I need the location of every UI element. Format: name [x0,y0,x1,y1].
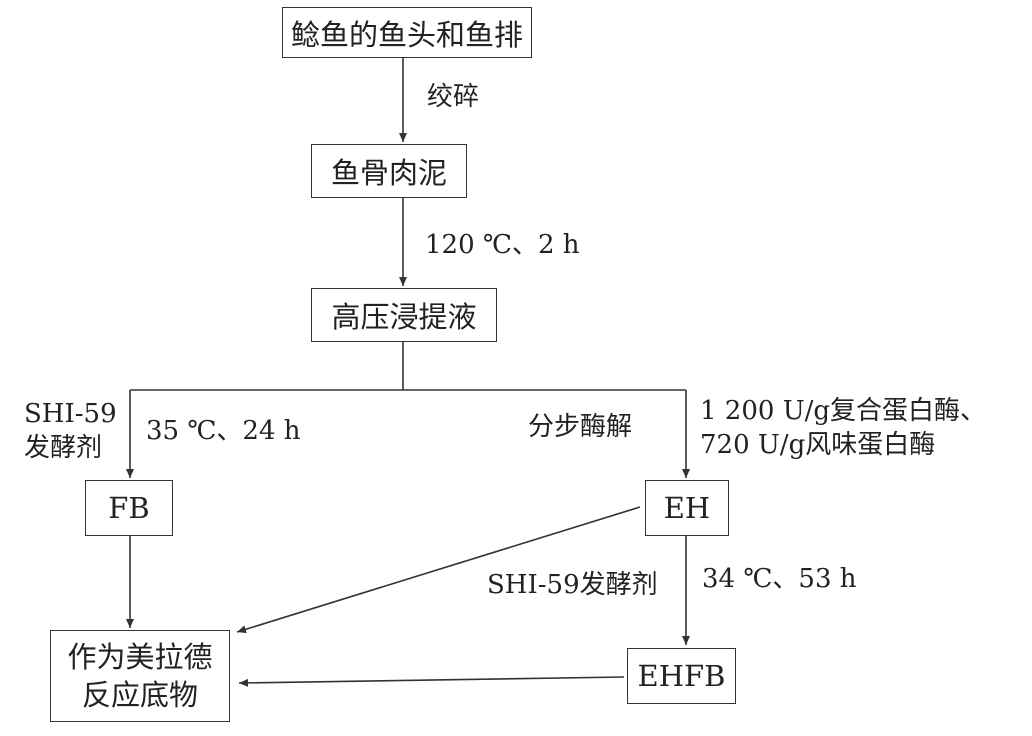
arrow-ehfb-to-substrate [238,676,625,687]
left-agent-line-2: 发酵剂 [24,433,103,463]
high-pressure-extract-box: 高压浸提液 [311,288,497,342]
label-autoclave-condition: 120 ℃、2 h [425,230,580,260]
label-left-agent: SHI-59 发酵剂 [24,397,117,465]
substrate-line-2: 反应底物 [81,678,198,712]
label-right-condition: 34 ℃、53 h [702,564,857,594]
fish-bone-paste-box: 鱼骨肉泥 [311,144,467,198]
label-right-agent: SHI-59发酵剂 [487,570,658,600]
label-stepwise-hydrolysis: 分步酶解 [528,412,633,442]
arrow-eh-to-substrate [236,506,641,634]
label-enzyme-dosage: 1 200 U/g复合蛋白酶、 720 U/g风味蛋白酶 [700,394,986,462]
label-mince: 绞碎 [427,82,480,112]
left-agent-line-1: SHI-59 [24,399,117,429]
raw-material-box: 鲶鱼的鱼头和鱼排 [282,7,532,58]
enzyme-line-2: 720 U/g风味蛋白酶 [700,430,936,460]
maillard-substrate-box: 作为美拉德 反应底物 [50,630,230,722]
substrate-line-1: 作为美拉德 [67,640,213,674]
ehfb-box: EHFB [627,648,736,704]
fb-box: FB [85,480,173,536]
enzyme-line-1: 1 200 U/g复合蛋白酶、 [700,396,987,426]
label-left-condition: 35 ℃、24 h [146,416,301,446]
eh-box: EH [645,480,729,536]
